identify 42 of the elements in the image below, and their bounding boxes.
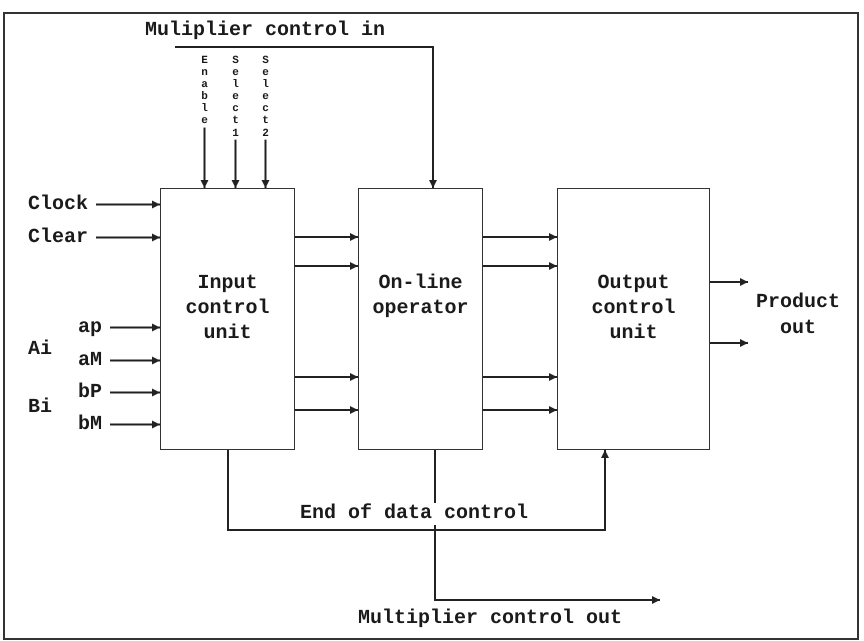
- arrow: [96, 200, 160, 208]
- arrow: [434, 450, 660, 604]
- signal-label: Bi: [28, 396, 52, 419]
- signal-label: Clear: [28, 225, 88, 250]
- arrow: [200, 128, 208, 188]
- arrow: [710, 278, 748, 286]
- arrow: [295, 262, 358, 270]
- arrow: [110, 324, 160, 332]
- arrow: [295, 406, 358, 414]
- signal-label: aM: [78, 348, 102, 373]
- arrow: [295, 233, 358, 241]
- signal-label: ap: [78, 315, 102, 340]
- signal-label: Select2: [260, 55, 271, 140]
- arrow: [110, 420, 160, 428]
- block-box: [160, 188, 295, 450]
- arrow: [96, 234, 160, 242]
- arrow: [110, 388, 160, 396]
- signal-label: Muliplier control in: [145, 18, 445, 47]
- arrow: [710, 339, 748, 347]
- arrow: [483, 262, 557, 270]
- signal-label: bM: [78, 412, 102, 437]
- block-title: Output control unit: [590, 271, 676, 346]
- signal-label: Product out: [748, 290, 848, 342]
- arrow: [483, 233, 557, 241]
- block-title: Input control unit: [184, 271, 270, 346]
- arrow: [175, 46, 437, 188]
- signal-label: Enable: [199, 55, 210, 128]
- signal-label: Clock: [28, 192, 88, 217]
- arrow: [295, 373, 358, 381]
- block-box: [358, 188, 483, 450]
- arrow: [262, 140, 270, 188]
- block-title: On-line operator: [371, 271, 470, 321]
- arrow: [232, 140, 240, 188]
- signal-label: Select1: [230, 55, 241, 140]
- arrow: [483, 406, 557, 414]
- arrow: [483, 373, 557, 381]
- signal-label: bP: [78, 380, 102, 405]
- signal-label: Ai: [28, 338, 52, 361]
- block-box: [557, 188, 710, 450]
- edge-label: End of data control: [298, 503, 530, 525]
- arrow: [227, 450, 609, 531]
- arrow: [110, 356, 160, 364]
